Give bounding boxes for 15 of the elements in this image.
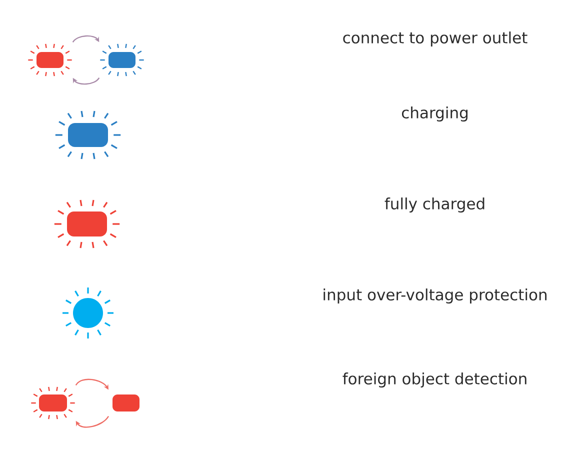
glowing-indicator-light: [100, 44, 144, 76]
glowing-indicator-light: [54, 200, 120, 248]
glowing-indicator-light: [28, 44, 72, 76]
glowing-indicator-light: [31, 386, 75, 420]
curved-arrow: [72, 77, 100, 85]
glowing-indicator-light: [55, 110, 121, 160]
legend-label: connect to power outlet: [343, 32, 528, 46]
curved-arrow: [76, 416, 109, 428]
legend-label: charging: [402, 106, 468, 122]
legend-label: fully charged: [384, 198, 484, 212]
legend-label: foreign object detection: [342, 372, 526, 388]
legend-label: input over-voltage protection: [324, 288, 546, 304]
glowing-round-light: [62, 288, 114, 338]
curved-arrow: [72, 35, 100, 43]
indicator-light: [112, 394, 140, 412]
